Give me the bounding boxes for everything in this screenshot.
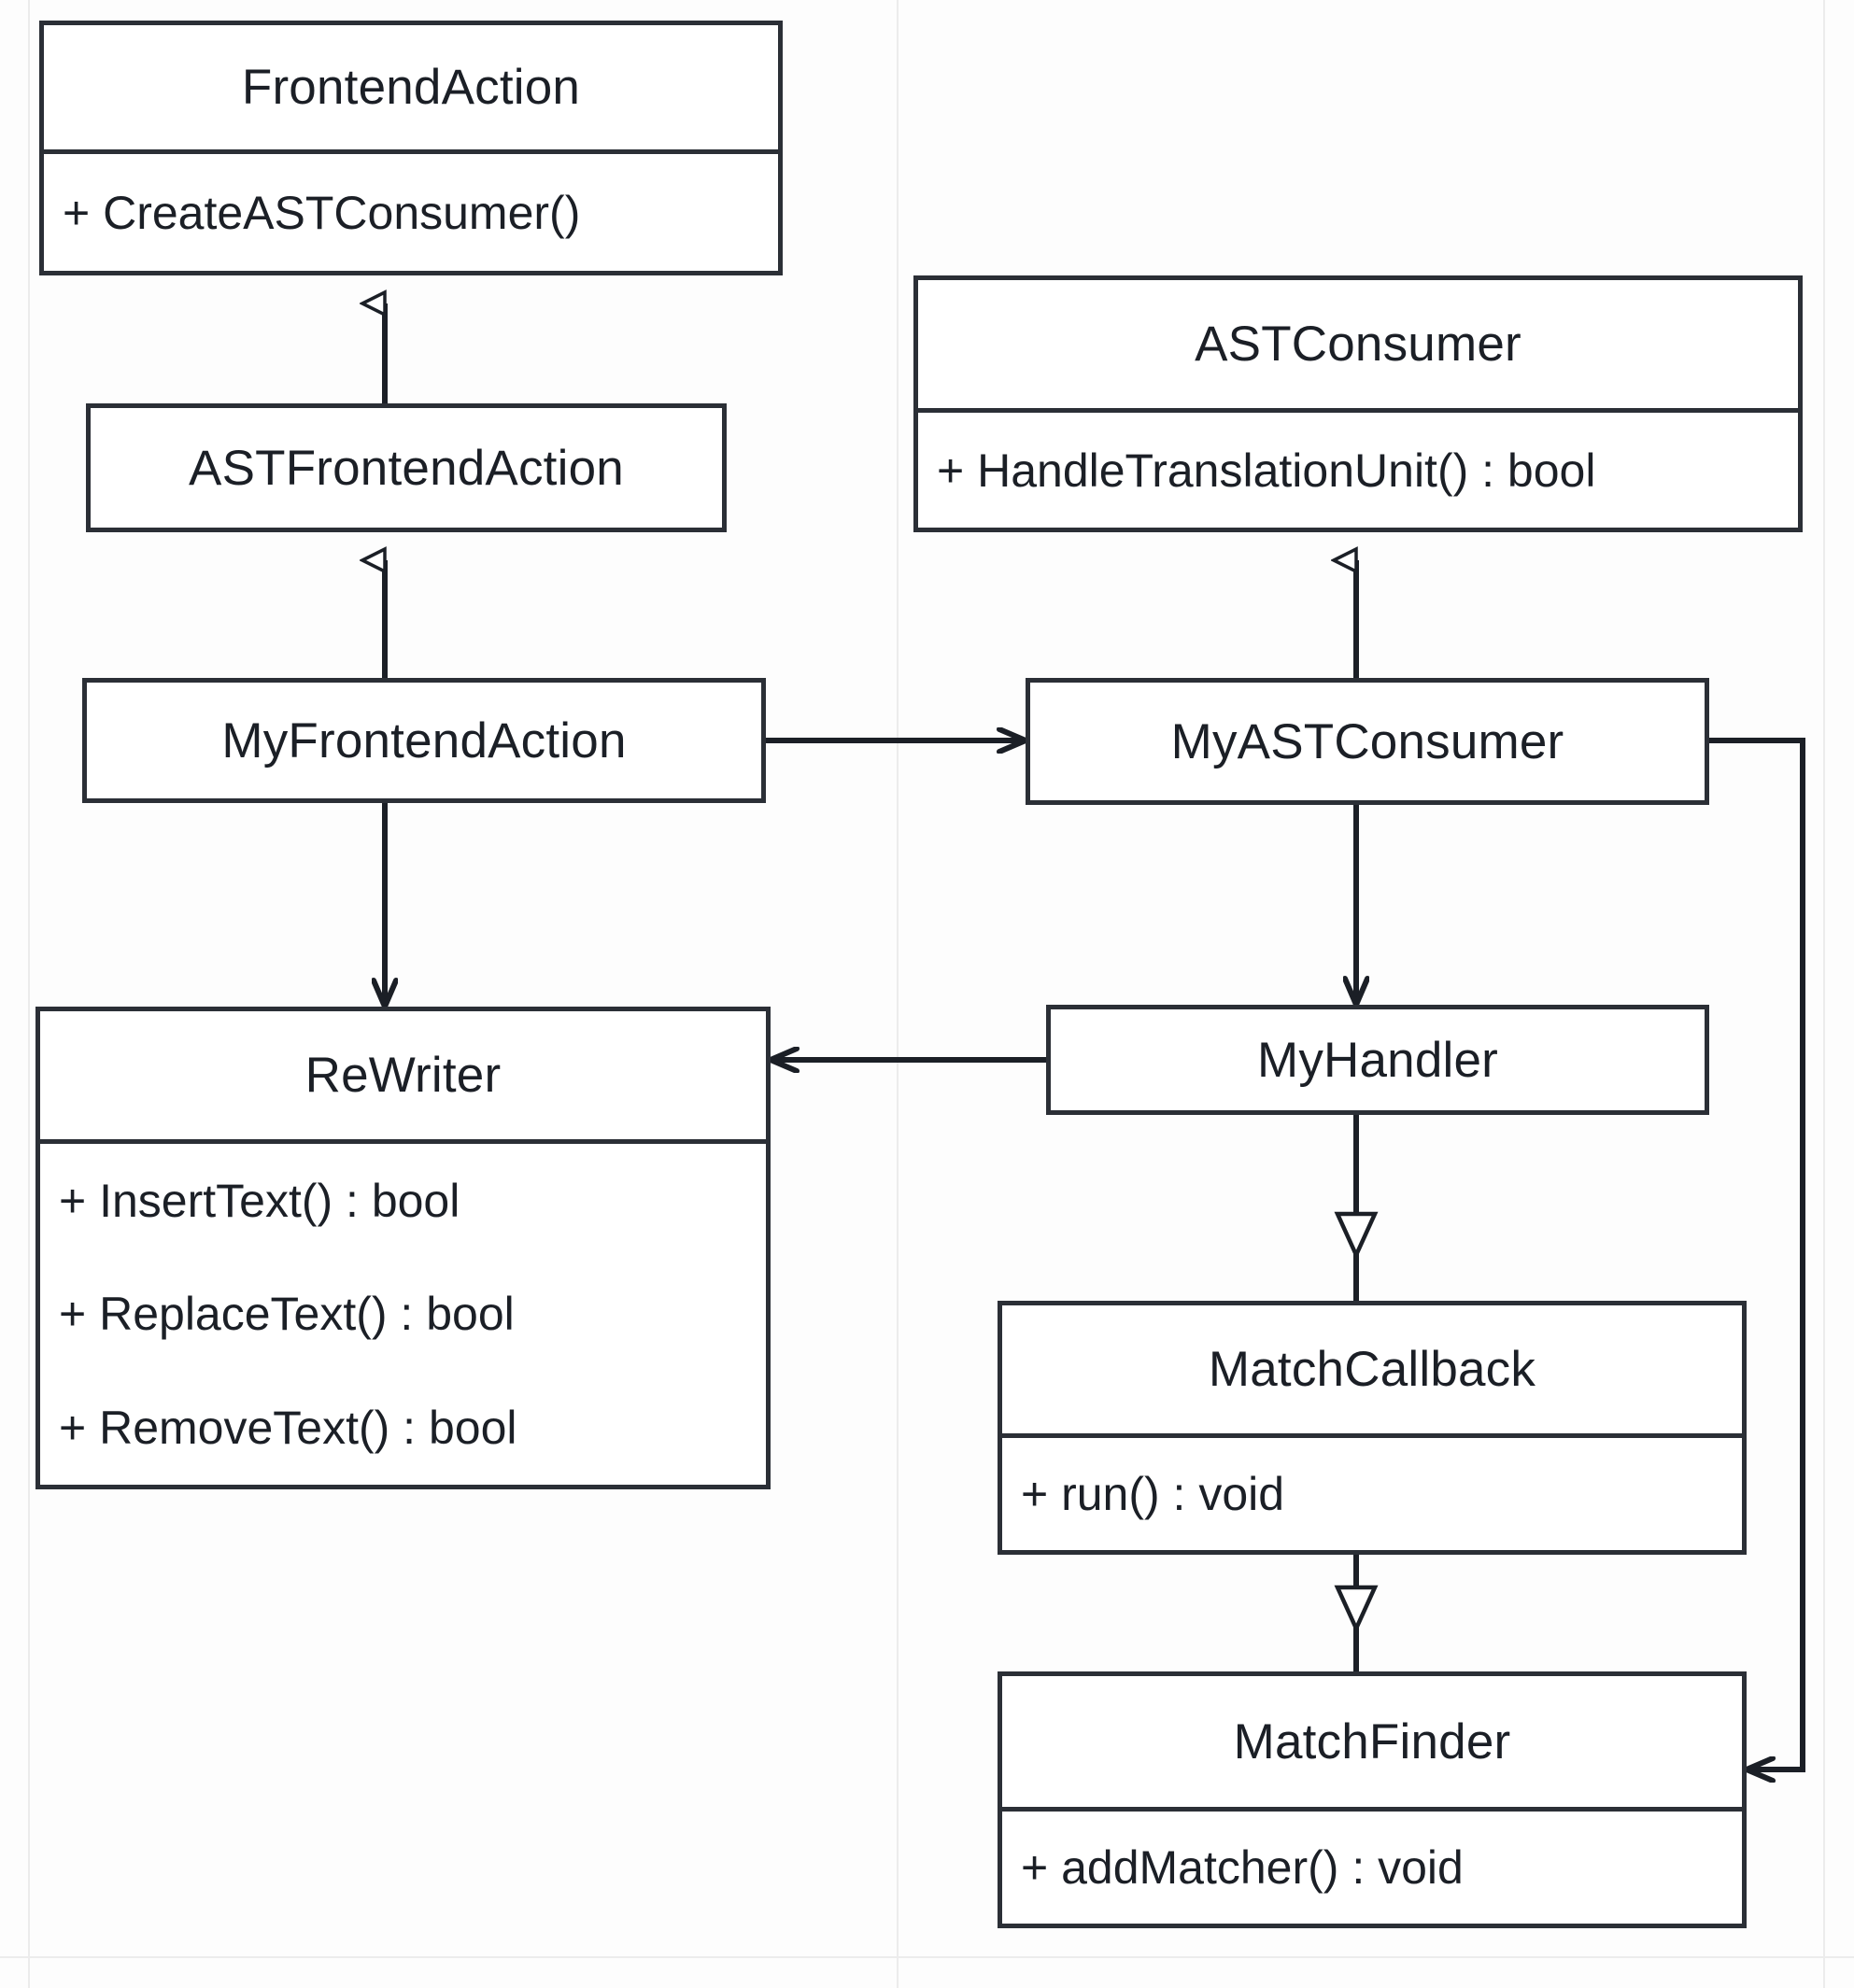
- class-members-astconsumer: + HandleTranslationUnit() : bool: [918, 413, 1798, 528]
- class-title-matchfinder: MatchFinder: [1233, 1713, 1511, 1769]
- member-item: + addMatcher() : void: [1021, 1841, 1464, 1894]
- class-box-myastconsumer[interactable]: MyASTConsumer: [1026, 678, 1709, 805]
- member-item: + HandleTranslationUnit() : bool: [937, 444, 1596, 497]
- class-box-rewriter[interactable]: ReWriter + InsertText() : bool + Replace…: [35, 1007, 771, 1489]
- class-box-matchfinder[interactable]: MatchFinder + addMatcher() : void: [998, 1671, 1747, 1928]
- class-box-myhandler[interactable]: MyHandler: [1046, 1005, 1709, 1115]
- frame-mid-rule: [897, 0, 899, 1988]
- class-divider: [1002, 1807, 1742, 1812]
- class-members-rewriter: + InsertText() : bool + ReplaceText() : …: [40, 1144, 766, 1485]
- frame-bottom-rule: [0, 1956, 1854, 1958]
- edge-myhandler-to-matchcallback: [1334, 1115, 1379, 1301]
- class-divider: [918, 408, 1798, 413]
- class-title-myfrontendaction: MyFrontendAction: [221, 712, 627, 768]
- class-title-astconsumer: ASTConsumer: [1195, 317, 1521, 372]
- class-members-matchfinder: + addMatcher() : void: [1002, 1812, 1742, 1924]
- class-box-astconsumer[interactable]: ASTConsumer + HandleTranslationUnit() : …: [913, 275, 1803, 532]
- class-members-frontendaction: + CreateASTConsumer(): [44, 154, 778, 271]
- class-box-frontendaction[interactable]: FrontendAction + CreateASTConsumer(): [39, 21, 783, 275]
- class-title-rewriter: ReWriter: [304, 1048, 502, 1103]
- class-divider: [1002, 1433, 1742, 1438]
- class-title-frontendaction: FrontendAction: [241, 60, 581, 115]
- class-box-astfrontendaction[interactable]: ASTFrontendAction: [86, 403, 727, 532]
- class-title-astfrontendaction: ASTFrontendAction: [189, 440, 624, 496]
- class-divider: [40, 1139, 766, 1144]
- class-members-matchcallback: + run() : void: [1002, 1438, 1742, 1550]
- class-box-matchcallback[interactable]: MatchCallback + run() : void: [998, 1301, 1747, 1555]
- class-title-matchcallback: MatchCallback: [1208, 1342, 1536, 1397]
- class-title-myastconsumer: MyASTConsumer: [1170, 713, 1564, 769]
- member-item: + InsertText() : bool: [59, 1174, 460, 1227]
- frame-left-rule: [28, 0, 30, 1988]
- member-item: + ReplaceText() : bool: [59, 1288, 515, 1341]
- class-title-myhandler: MyHandler: [1256, 1032, 1499, 1088]
- edge-myastconsumer-to-matchfinder: [1709, 738, 1805, 1769]
- member-item: + RemoveText() : bool: [59, 1402, 517, 1455]
- frame-right-rule: [1823, 0, 1825, 1988]
- class-divider: [44, 149, 778, 154]
- member-item: + run() : void: [1021, 1468, 1285, 1520]
- edge-matchcallback-to-matchfinder: [1334, 1555, 1379, 1671]
- member-item: + CreateASTConsumer(): [63, 186, 581, 239]
- class-box-myfrontendaction[interactable]: MyFrontendAction: [82, 678, 766, 803]
